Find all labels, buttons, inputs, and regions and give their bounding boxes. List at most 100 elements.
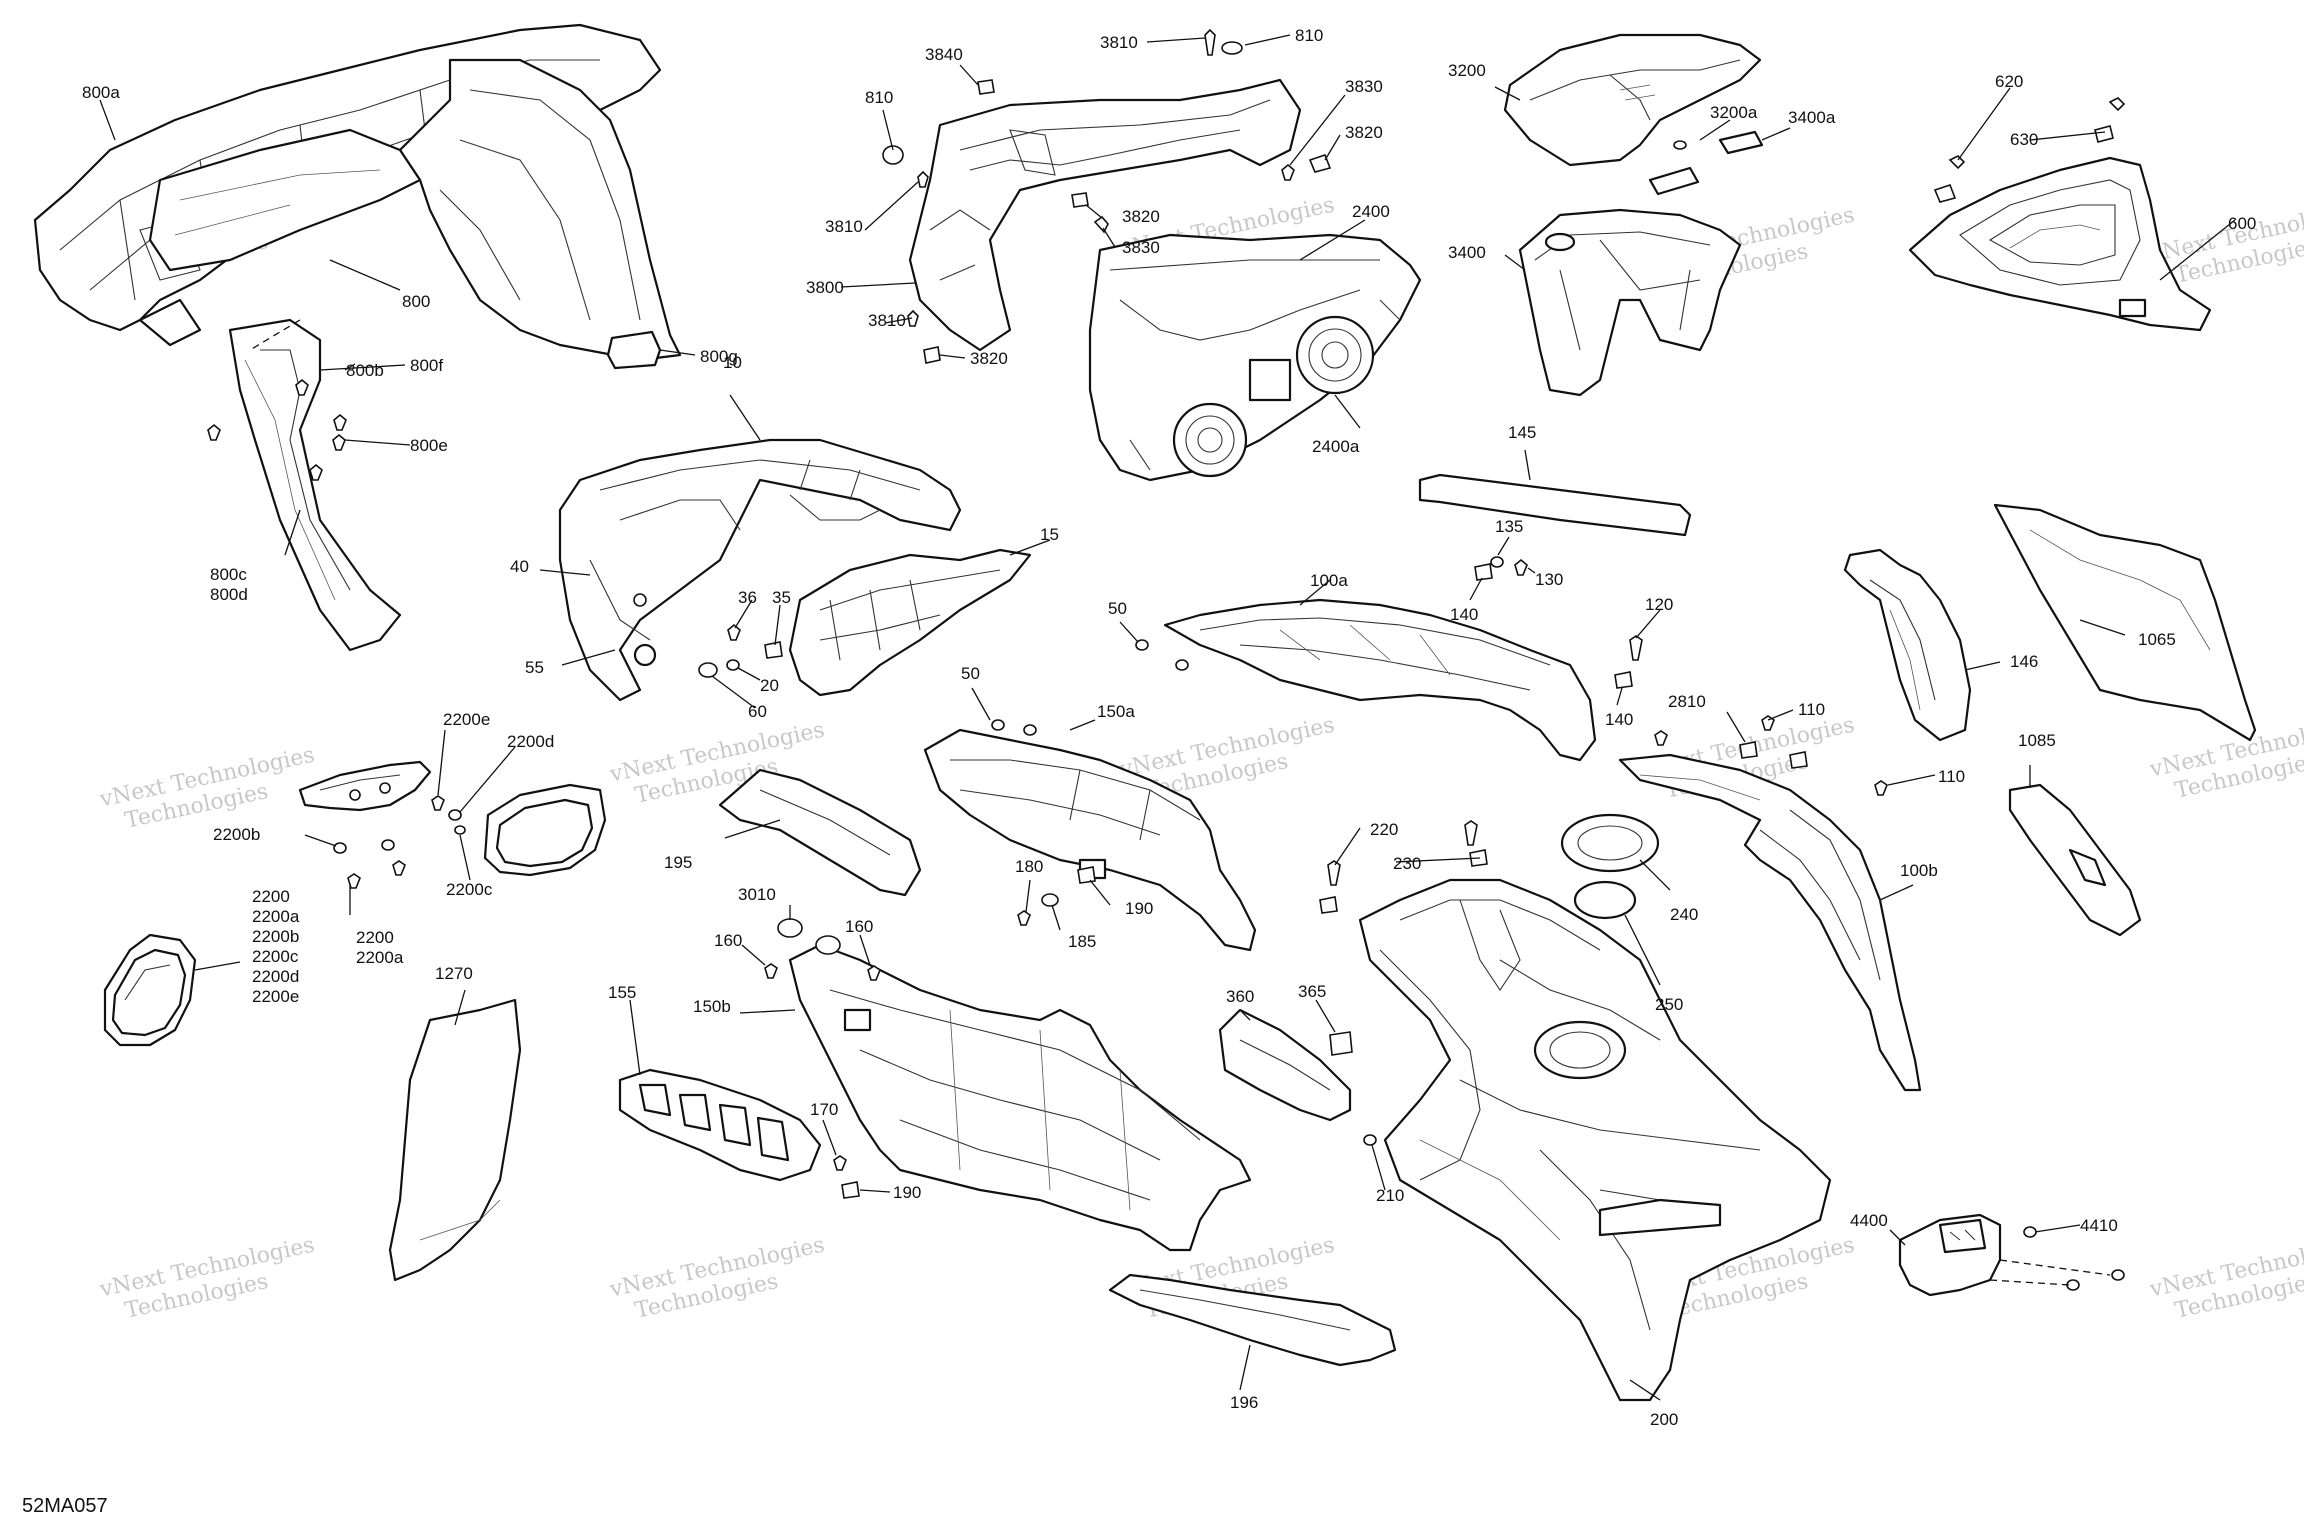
callout-230: 230 [1393, 854, 1421, 873]
callout-15: 15 [1040, 525, 1059, 544]
callout-160-right: 160 [845, 917, 873, 936]
callout-55: 55 [525, 658, 544, 677]
callout-360: 360 [1226, 987, 1254, 1006]
callout-196: 196 [1230, 1393, 1258, 1412]
callout-180: 180 [1015, 857, 1043, 876]
part-360-bracket [1218, 1008, 1352, 1122]
part-3400-storage-bin [1518, 208, 1742, 397]
callout-3400: 3400 [1448, 243, 1486, 262]
part-1085-panel [2008, 783, 2142, 937]
part-2200-mirror-arm [298, 760, 432, 812]
part-800b-bracket [228, 318, 402, 652]
part-600-instrument-housing [1908, 156, 2212, 332]
part-240-ring [1560, 813, 1660, 873]
callout-185: 185 [1068, 932, 1096, 951]
callout-190-upper: 190 [1125, 899, 1153, 918]
part-4400-box [1898, 1213, 2002, 1297]
part-146-panel [1843, 548, 1972, 742]
leader-lines [99, 34, 2236, 1401]
callout-800d: 800d [210, 585, 248, 604]
part-100b-side-trim [1618, 753, 1922, 1092]
callout-labels: 800a 800 800b 800f 800e 800g 800c 800d 3… [82, 26, 2256, 1429]
callout-630: 630 [2010, 130, 2038, 149]
part-365-plug [1329, 1031, 1353, 1056]
part-800g-lens [606, 330, 662, 370]
callout-list-2200a: 2200a [252, 907, 300, 926]
callout-35: 35 [772, 588, 791, 607]
callout-1270: 1270 [435, 964, 473, 983]
callout-3830-mid: 3830 [1122, 238, 1160, 257]
callout-50-lower: 50 [961, 664, 980, 683]
callout-600: 600 [2228, 214, 2256, 233]
callout-100b: 100b [1900, 861, 1938, 880]
callout-list-2200c: 2200c [252, 947, 299, 966]
callout-4410: 4410 [2080, 1216, 2118, 1235]
callout-810-left: 810 [865, 88, 893, 107]
callout-120: 120 [1645, 595, 1673, 614]
part-2200d-mirror-head [483, 783, 607, 877]
part-250-seal [1573, 880, 1637, 920]
callout-3200a: 3200a [1710, 103, 1758, 122]
callout-list-2200d: 2200d [252, 967, 299, 986]
part-195-strip [718, 768, 922, 897]
callout-20: 20 [760, 676, 779, 695]
part-196-footrest [1108, 1273, 1397, 1367]
part-1065-panel [1993, 503, 2257, 742]
callout-40: 40 [510, 557, 529, 576]
callout-200: 200 [1650, 1410, 1678, 1429]
callout-list-2200b: 2200b [252, 927, 299, 946]
callout-3400a: 3400a [1788, 108, 1836, 127]
callout-140-lower: 140 [1605, 710, 1633, 729]
diagram-code: 52MA057 [22, 1495, 108, 1517]
callout-250: 250 [1655, 995, 1683, 1014]
callout-155: 155 [608, 983, 636, 1002]
callout-2810: 2810 [1668, 692, 1706, 711]
part-200-main-body [1358, 878, 1832, 1402]
callout-2200c-side: 2200c [446, 880, 493, 899]
callout-810-top: 810 [1295, 26, 1323, 45]
hardware-fasteners [207, 28, 2126, 1291]
callout-list-2200: 2200 [252, 887, 290, 906]
callout-2200e-top: 2200e [443, 710, 490, 729]
part-15-lower-shroud [788, 548, 1032, 697]
callout-800b: 800b [346, 361, 384, 380]
callout-3830-top: 3830 [1345, 77, 1383, 96]
callout-195: 195 [664, 853, 692, 872]
callout-365: 365 [1298, 982, 1326, 1001]
callout-2200-bottom: 2200 [356, 928, 394, 947]
callout-220: 220 [1370, 820, 1398, 839]
callout-list-2200e: 2200e [252, 987, 299, 1006]
callout-800c: 800c [210, 565, 247, 584]
part-3200-cover [1503, 33, 1762, 167]
callout-2200a-bottom: 2200a [356, 948, 404, 967]
part-155-vent [618, 1068, 822, 1182]
part-150a-side-panel [923, 728, 1257, 952]
callout-10: 10 [723, 353, 742, 372]
callout-3200: 3200 [1448, 61, 1486, 80]
callout-4400: 4400 [1850, 1211, 1888, 1230]
part-3800-headlight-bracket [908, 78, 1302, 352]
callout-2400a: 2400a [1312, 437, 1360, 456]
callout-3810-mid: 3810 [825, 217, 863, 236]
callout-3810-top: 3810 [1100, 33, 1138, 52]
callout-170: 170 [810, 1100, 838, 1119]
callout-190-lower: 190 [893, 1183, 921, 1202]
callout-135: 135 [1495, 517, 1523, 536]
part-2200-mirror-complete [103, 933, 197, 1047]
callout-150b: 150b [693, 997, 731, 1016]
callout-3810-bottom: 3810 [868, 311, 906, 330]
callout-3820-mid: 3820 [1122, 207, 1160, 226]
callout-3800: 3800 [806, 278, 844, 297]
callout-100a: 100a [1310, 571, 1348, 590]
part-3400a-pad [1648, 130, 1764, 196]
callout-110-lower: 110 [1938, 767, 1965, 786]
callout-800: 800 [402, 292, 430, 311]
callout-800g: 800g [700, 347, 738, 366]
callout-36: 36 [738, 588, 757, 607]
callout-1085: 1085 [2018, 731, 2056, 750]
